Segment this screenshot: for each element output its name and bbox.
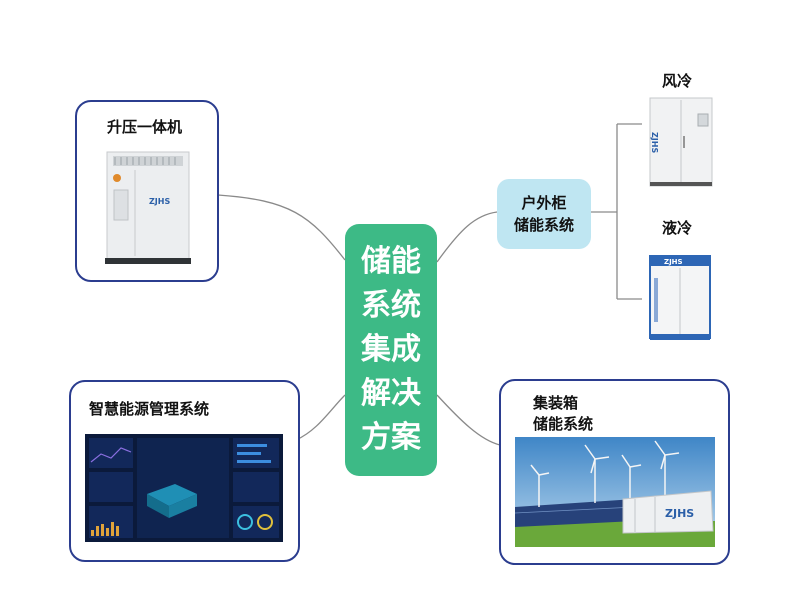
booster-cabinet-image: ZJHS — [105, 151, 191, 264]
ems-title: 智慧能源管理系统 — [89, 400, 210, 418]
container-card: 集装箱 储能系统 ZJHS — [499, 379, 730, 565]
ems-card: 智慧能源管理系统 — [69, 380, 300, 562]
liquid-cooled-label: 液冷 — [662, 219, 693, 237]
air-cooled-cabinet-image: ZJHS — [649, 97, 713, 187]
container-title-line1: 集装箱 — [533, 394, 579, 412]
svg-text:ZJHS: ZJHS — [149, 197, 170, 206]
container-title: 集装箱 储能系统 — [533, 393, 593, 435]
outdoor-line2: 储能系统 — [513, 216, 574, 234]
outdoor-line1: 户外柜 — [521, 194, 567, 212]
ems-dashboard-image — [85, 434, 283, 542]
booster-title: 升压一体机 — [107, 118, 183, 136]
center-line: 解决 — [361, 376, 421, 411]
container-photo: ZJHS — [515, 437, 715, 547]
container-title-line2: 储能系统 — [533, 415, 594, 433]
center-line: 系统 — [361, 288, 421, 323]
center-line: 储能 — [361, 244, 421, 279]
svg-text:ZJHS: ZJHS — [650, 132, 659, 153]
center-line: 集成 — [361, 332, 421, 367]
outdoor-cabinet-node: 户外柜 储能系统 — [497, 179, 591, 249]
liquid-cooled-cabinet-image: ZJHS — [649, 255, 711, 340]
air-cooled-label: 风冷 — [662, 72, 693, 90]
svg-text:ZJHS: ZJHS — [665, 507, 694, 520]
booster-card: 升压一体机 ZJHS — [75, 100, 219, 282]
center-node: 储能 系统 集成 解决 方案 — [345, 224, 437, 476]
svg-text:ZJHS: ZJHS — [664, 258, 683, 266]
center-line: 方案 — [361, 420, 421, 455]
